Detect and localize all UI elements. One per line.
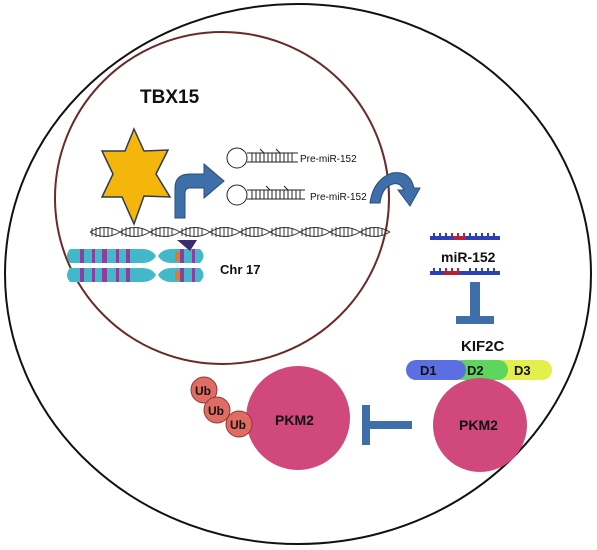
mir-152-duplex [430,233,500,275]
chr17-label: Chr 17 [220,262,260,277]
kif2c-label: KIF2C [461,338,505,355]
mir-152-label: miR-152 [441,249,496,265]
domain-d2 [452,360,508,380]
pkm2-bound-label: PKM2 [459,417,498,433]
pre-mir-152-label-1: Pre-miR-152 [300,154,357,165]
pre-mir-152-hairpin-1 [226,147,298,169]
domain-d2-label: D2 [467,363,484,378]
locus-marker [177,240,197,251]
domain-d1-label: D1 [420,363,437,378]
pre-mir-152-hairpin-2 [226,184,305,206]
pkm2-ub-circle [246,366,350,470]
domain-d1 [406,360,466,380]
pre-mir-152-label-2: Pre-miR-152 [310,192,367,203]
inhibition-mir152-kif2c [456,282,494,324]
ubiquitin-3-label: Ub [230,418,246,432]
ubiquitin-3 [225,410,253,438]
inhibition-pkm2 [362,405,412,445]
chromosome-17 [67,249,204,282]
pkm2-ub-label: PKM2 [275,412,314,428]
export-arrow [369,172,421,207]
pkm2-bound-circle [433,378,527,472]
dna-helix [89,227,391,237]
kif2c-domains [406,360,552,380]
cell-membrane [4,3,592,545]
ubiquitin-1-label: Ub [195,384,211,398]
domain-d3-label: D3 [514,363,531,378]
ubiquitin-2 [203,396,231,424]
transcription-arrow [174,162,225,219]
nucleus-membrane [54,31,390,365]
ubiquitin-2-label: Ub [208,404,224,418]
tbx15-label: TBX15 [140,87,200,108]
tbx15-protein-star [100,127,172,227]
ubiquitin-1 [190,376,218,404]
